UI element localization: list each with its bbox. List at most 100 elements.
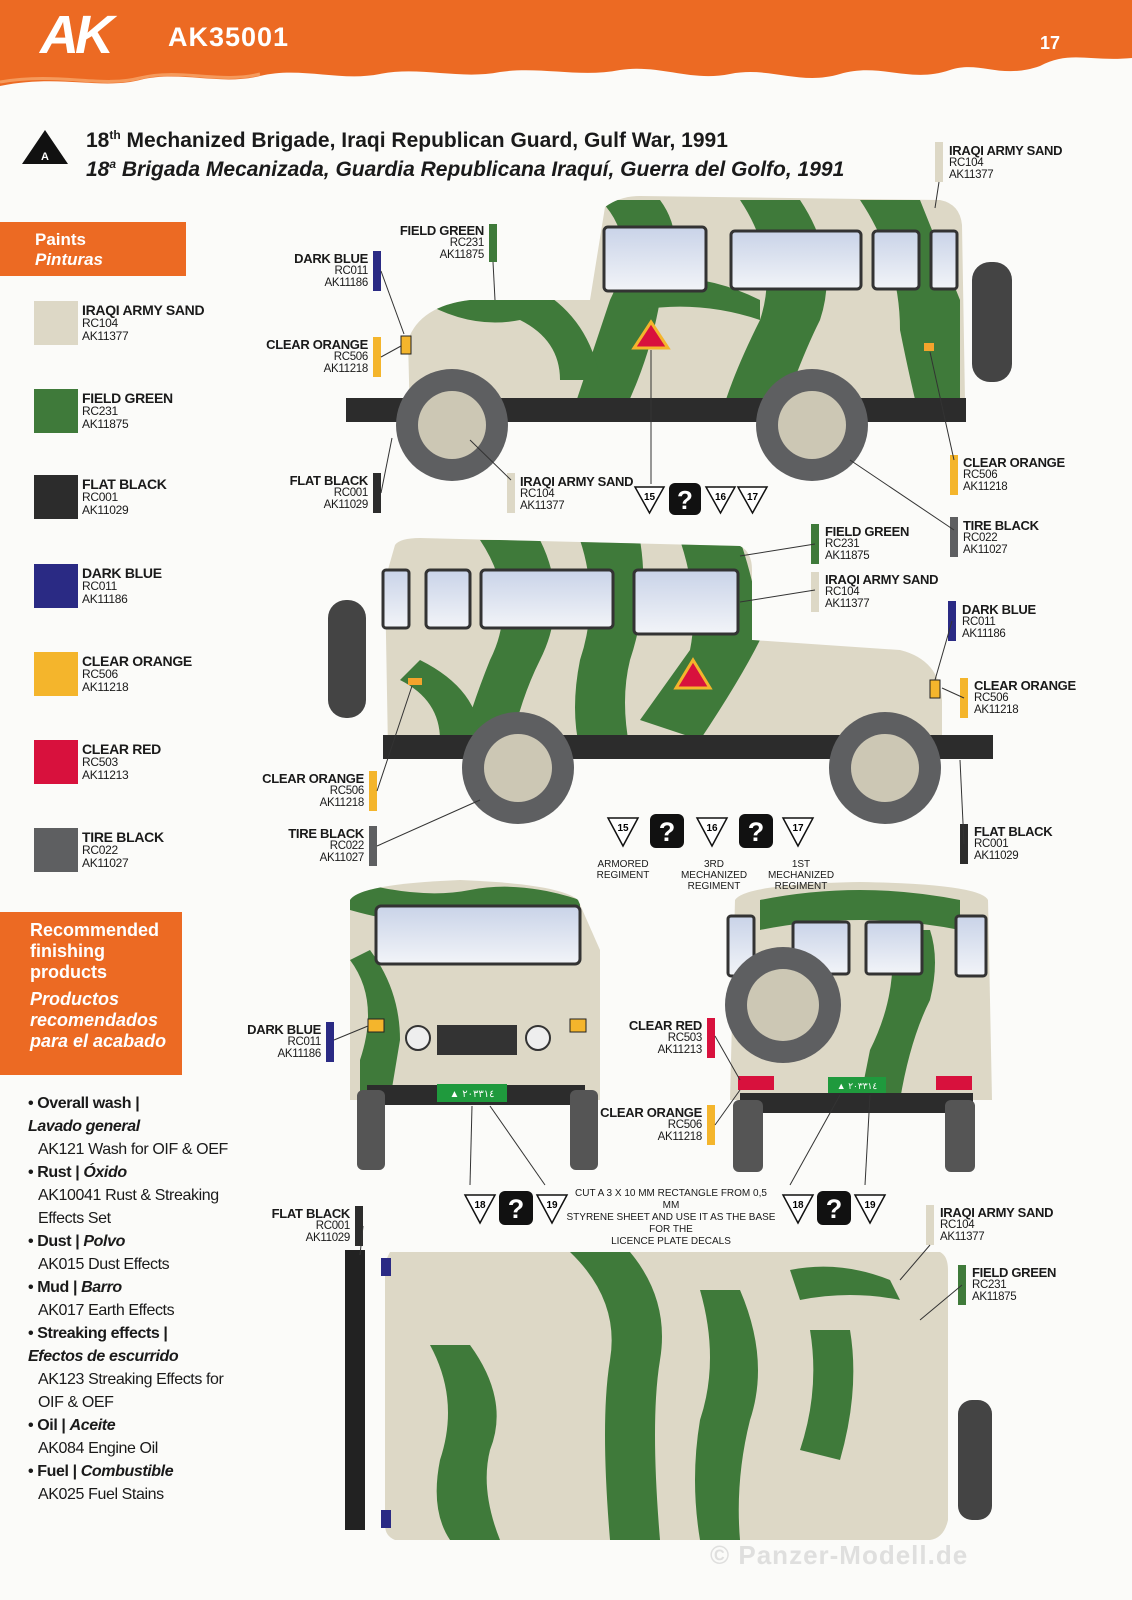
bar-c2 — [489, 224, 497, 262]
decal2-q1-label: ? — [659, 817, 676, 847]
bar-c8 — [950, 517, 958, 557]
product-mud: • Mud | Barro — [28, 1279, 122, 1296]
swatch-dark-blue — [34, 564, 78, 608]
bar-c17 — [707, 1018, 715, 1058]
decal-17-label: 17 — [747, 492, 759, 503]
swatch-tire-black — [34, 828, 78, 872]
decal-markers-front: 18 ? 19 — [463, 1191, 569, 1225]
scheme-marker-icon: A — [22, 130, 68, 164]
decal4-18-label: 18 — [792, 1200, 804, 1211]
bar-c4 — [373, 337, 381, 377]
decal-16-label: 16 — [715, 492, 727, 503]
bar-c7 — [950, 455, 958, 495]
swatch-flat-black — [34, 475, 78, 519]
decal-unknown-label: ? — [677, 485, 693, 515]
front-plate-text: ▲ ٢٠٣٣١٤ — [450, 1089, 495, 1100]
decal-markers-rear: 18 ? 19 — [781, 1191, 887, 1225]
decal-15-marker — [633, 486, 666, 515]
spare-tire-back — [972, 262, 1012, 382]
title-spanish: 18a Brigada Mecanizada, Guardia Republic… — [86, 157, 845, 181]
product-streaking: • Streaking effects | — [28, 1325, 168, 1342]
decal2-16-label: 16 — [706, 823, 718, 834]
product-oil: • Oil | Aceite — [28, 1417, 116, 1434]
ak-logo: AK — [40, 5, 114, 65]
bar-c13 — [369, 771, 377, 811]
product-rust: • Rust | Óxido — [28, 1164, 127, 1181]
product-fuel: • Fuel | Combustible — [28, 1463, 174, 1480]
decal-unknown-marker — [669, 483, 701, 515]
vehicle-right-side-view — [328, 538, 993, 824]
bar-c20 — [926, 1205, 934, 1245]
vehicle-left-side-view — [346, 196, 1012, 481]
header-brush-stroke — [0, 0, 1132, 86]
rear-plate-text: ▲ ٢٠٣٣١٤ — [837, 1081, 878, 1091]
decal3-q-label: ? — [508, 1194, 525, 1224]
paints-title-en: Paints — [35, 230, 87, 249]
finishing-tab: Recommended finishing products Productos… — [0, 912, 182, 1075]
product-overall-wash: • Overall wash | — [28, 1095, 140, 1112]
decal3-19-label: 19 — [546, 1200, 558, 1211]
finishing-product-list: • Overall wash | Lavado general AK121 Wa… — [28, 1092, 248, 1506]
triangle-marking — [631, 319, 671, 350]
swatch-clear-orange — [34, 652, 78, 696]
decal-markers-view1: 15 ? 16 17 — [633, 483, 769, 515]
bar-c1 — [935, 142, 943, 182]
watermark: © Panzer-Modell.de — [710, 1540, 969, 1570]
decal4-19-label: 19 — [864, 1200, 876, 1211]
product-dust: • Dust | Polvo — [28, 1233, 125, 1250]
swatch-iraqi-army-sand — [34, 301, 78, 345]
decal4-q-label: ? — [826, 1194, 843, 1224]
bar-c14 — [369, 826, 377, 866]
bar-c6 — [507, 473, 515, 513]
decal-markers-view2: 15 ? 16 ? 17 — [606, 814, 815, 848]
page-number: 17 — [1040, 33, 1061, 53]
decal3-18-label: 18 — [474, 1200, 486, 1211]
decal2-q2-label: ? — [748, 817, 765, 847]
vehicle-rear-view: ▲ ٢٠٣٣١٤ — [725, 882, 992, 1172]
vehicle-top-view — [345, 1250, 992, 1540]
paints-tab: Paints Pinturas — [0, 222, 186, 276]
bar-c19 — [355, 1206, 363, 1246]
header-banner: AK AK35001 17 — [0, 0, 1132, 96]
bar-c18 — [707, 1105, 715, 1145]
paints-title-es: Pinturas — [35, 250, 104, 269]
decal2-15-label: 15 — [617, 823, 629, 834]
bar-c16 — [326, 1022, 334, 1062]
decal-16-marker — [704, 486, 737, 515]
bar-c10 — [811, 572, 819, 612]
bar-c3 — [373, 251, 381, 291]
swatch-field-green — [34, 389, 78, 433]
decal2-17-label: 17 — [792, 823, 804, 834]
decal-17-marker — [736, 486, 769, 515]
